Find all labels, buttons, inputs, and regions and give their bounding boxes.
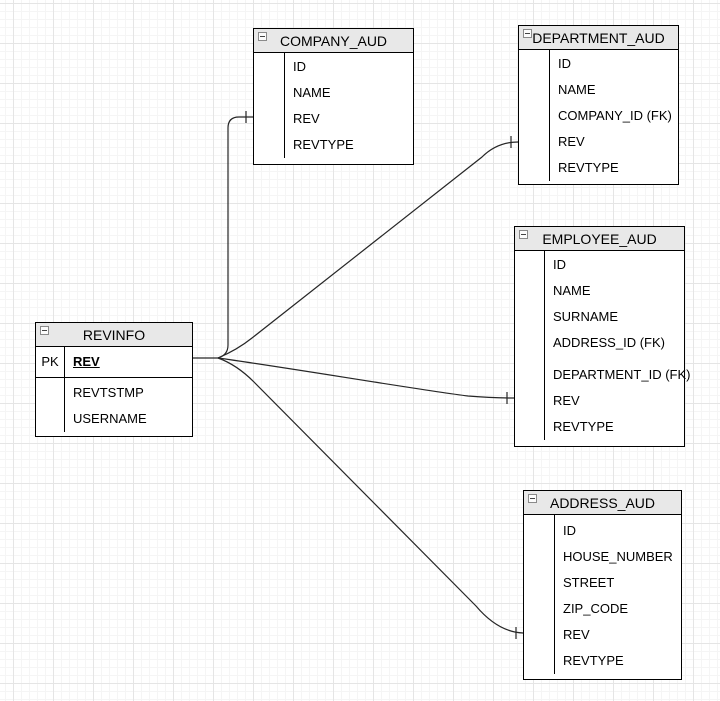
pk-column-divider [549,50,550,181]
field-row: REV [555,622,681,648]
table-body: ID NAME REV REVTYPE [254,53,413,158]
field-row: HOUSE_NUMBER [555,544,681,570]
field-label: REVTYPE [563,653,624,668]
field-label: HOUSE_NUMBER [563,549,673,564]
field-label: REVTSTMP [73,385,144,400]
table-header[interactable]: ADDRESS_AUD [524,491,681,515]
field-row: ID [285,54,413,80]
table-header[interactable]: COMPANY_AUD [254,29,413,53]
table-body: PK REV REVTSTMP USERNAME [36,347,192,432]
field-row: SURNAME [545,304,684,330]
field-label: ID [558,56,571,71]
field-row: NAME [550,77,678,103]
field-label: REVTYPE [558,160,619,175]
field-row: REVTYPE [555,648,681,674]
minus-glyph [525,33,530,34]
field-row: NAME [285,80,413,106]
field-label: ADDRESS_ID (FK) [553,335,665,350]
field-row: DEPARTMENT_ID (FK) [545,362,690,388]
field-rows: ID HOUSE_NUMBER STREET ZIP_CODE REV REVTYPE [555,515,681,674]
table-title: ADDRESS_AUD [549,494,656,511]
pk-field-label: REV [73,354,100,369]
field-row: ADDRESS_ID (FK) [545,330,684,356]
field-label: ID [293,59,306,74]
field-label: REV [558,134,585,149]
table-header[interactable]: DEPARTMENT_AUD [519,26,678,50]
field-label: COMPANY_ID (FK) [558,108,672,123]
table-title: EMPLOYEE_AUD [542,230,657,247]
field-rows: ID NAME COMPANY_ID (FK) REV REVTYPE [550,50,678,181]
minus-glyph [260,36,265,37]
field-row: STREET [555,570,681,596]
connector-revinfo-to-department-aud[interactable] [217,141,519,359]
minus-glyph [521,234,526,235]
field-rows: ID NAME REV REVTYPE [285,53,413,158]
collapse-minus-icon[interactable] [523,29,532,38]
table-title: COMPANY_AUD [279,32,388,49]
field-row: NAME [545,278,684,304]
field-row: ID [545,252,684,278]
collapse-minus-icon[interactable] [528,494,537,503]
pk-column-divider [64,347,65,432]
field-row: USERNAME [65,406,192,432]
field-label: REV [563,627,590,642]
field-row: ID [550,51,678,77]
field-rows: REVTSTMP USERNAME [65,378,192,432]
field-row: ZIP_CODE [555,596,681,622]
minus-glyph [42,330,47,331]
pk-key-label: PK [41,354,59,369]
table-body: ID NAME COMPANY_ID (FK) REV REVTYPE [519,50,678,181]
entity-table-company-aud[interactable]: COMPANY_AUD ID NAME REV REVTYPE [253,28,414,165]
field-row: REVTSTMP [65,380,192,406]
collapse-minus-icon[interactable] [40,326,49,335]
field-label: REV [293,111,320,126]
pk-column-divider [554,515,555,674]
entity-table-revinfo[interactable]: REVINFO PK REV REVTSTMP USERNAME [35,322,193,437]
field-label: DEPARTMENT_ID (FK) [553,367,691,382]
field-label: REV [553,393,580,408]
table-body: ID HOUSE_NUMBER STREET ZIP_CODE REV REVTYPE [524,515,681,674]
table-header[interactable]: REVINFO [36,323,192,347]
field-row: COMPANY_ID (FK) [550,103,678,129]
field-row: REVTYPE [285,132,413,158]
field-row: REVTYPE [545,414,684,440]
entity-table-employee-aud[interactable]: EMPLOYEE_AUD ID NAME SURNAME ADDRESS_ID (FK… [514,226,690,447]
field-label: USERNAME [73,411,147,426]
connector-revinfo-to-address-aud[interactable] [217,357,524,634]
entity-table-department-aud[interactable]: DEPARTMENT_AUD ID NAME COMPANY_ID (FK) REV R… [518,25,679,185]
connector-revinfo-to-company-aud[interactable] [217,116,253,359]
field-label: ZIP_CODE [563,601,629,616]
field-row: ID [555,518,681,544]
pk-column-divider [544,251,545,440]
field-label: REVTYPE [553,419,614,434]
collapse-minus-icon[interactable] [258,32,267,41]
field-row: REV [545,388,684,414]
field-label: REVTYPE [293,137,354,152]
pk-column-divider [284,53,285,158]
connector-revinfo-to-employee-aud[interactable] [217,357,515,399]
pk-row[interactable]: PK REV [36,347,192,378]
table-title: REVINFO [82,326,146,343]
field-row: REVTYPE [550,155,678,181]
field-label: SURNAME [553,309,619,324]
table-body: ID NAME SURNAME ADDRESS_ID (FK) DEPARTMENT_I… [515,251,690,440]
field-label: ID [553,257,566,272]
field-label: ID [563,523,576,538]
field-label: NAME [558,82,596,97]
field-row: REV [550,129,678,155]
minus-glyph [530,498,535,499]
table-title: DEPARTMENT_AUD [532,29,665,46]
field-label: STREET [563,575,615,590]
field-label: NAME [293,85,331,100]
field-row: REV [285,106,413,132]
entity-table-address-aud[interactable]: ADDRESS_AUD ID HOUSE_NUMBER STREET ZIP_CODE… [523,490,682,680]
collapse-minus-icon[interactable] [519,230,528,239]
field-label: NAME [553,283,591,298]
table-header[interactable]: EMPLOYEE_AUD [515,227,684,251]
field-rows: ID NAME SURNAME ADDRESS_ID (FK) DEPARTMENT_I… [545,251,690,440]
